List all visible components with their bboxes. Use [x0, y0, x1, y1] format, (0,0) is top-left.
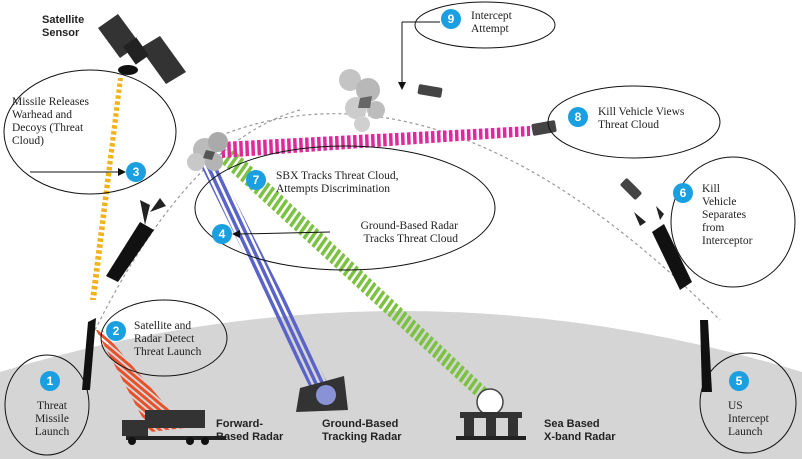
- step-8-line1: Kill Vehicle Views: [598, 106, 685, 118]
- threat-warhead-icon: [140, 198, 166, 225]
- kill-vehicle-beam: [220, 126, 530, 158]
- step-7-line2: Attempts Discrimination: [276, 183, 391, 195]
- step-6-line1: Kill: [702, 183, 720, 195]
- step-9-pointer: [398, 21, 440, 90]
- step-6-line3: Separates: [702, 209, 747, 221]
- tracking-radar-label: Ground-Based Tracking Radar: [322, 418, 401, 444]
- step-8-callout: [547, 85, 721, 159]
- satellite-sensor-label: Satellite Sensor: [42, 14, 84, 40]
- step-1-line3: Launch: [34, 426, 70, 438]
- step-6-line2: Vehicle: [702, 196, 737, 208]
- forward-radar-truck-icon: [122, 410, 226, 445]
- threat-missile-launch-icon: [82, 318, 96, 390]
- step-4-pointer: [232, 230, 331, 238]
- step-2-callout: [100, 299, 228, 377]
- step-9-line2: Attempt: [471, 23, 509, 35]
- step-6-line4: from: [702, 222, 725, 234]
- step-5-line1: US: [728, 400, 743, 412]
- step-3-line3: Decoys (Threat: [12, 122, 84, 134]
- step-4-line2: Tracks Threat Cloud: [363, 233, 458, 245]
- step-4-badge: 4: [212, 224, 232, 244]
- step-7-line1: SBX Tracks Threat Cloud,: [276, 170, 399, 182]
- step-2-line2: Radar Detect: [134, 333, 195, 345]
- step-3-line4: Cloud): [12, 135, 44, 147]
- step-9-callout: [414, 1, 556, 49]
- step-3-pointer: [30, 168, 126, 176]
- xband-radar-line2: X-band Radar: [544, 431, 616, 443]
- step-2-badge: 2: [106, 321, 126, 341]
- tracking-radar-icon: [296, 376, 348, 412]
- sbx-beam: [218, 150, 495, 402]
- forward-radar-line1: Forward-: [216, 418, 264, 430]
- step-1-badge: 1: [40, 371, 60, 391]
- step-4-label: Ground-Based Radar Tracks Threat Cloud: [340, 220, 458, 246]
- threat-missile-stage-icon: [106, 222, 154, 282]
- xband-radar-line1: Sea Based: [544, 418, 600, 430]
- sensor-title-line1: Satellite: [42, 14, 85, 26]
- intercept-cloud-icon: [339, 69, 385, 132]
- kill-vehicle-top-icon: [417, 84, 443, 98]
- step-7-label: SBX Tracks Threat Cloud, Attempts Discri…: [276, 170, 398, 196]
- step-5-line3: Launch: [728, 426, 763, 438]
- step-2-line3: Threat Launch: [134, 346, 202, 358]
- kill-vehicle-view-icon: [531, 120, 557, 136]
- step-5-badge: 5: [729, 371, 749, 391]
- tracking-radar-line2: Tracking Radar: [322, 431, 402, 443]
- step-1-label: Threat Missile Launch: [30, 400, 74, 439]
- step-6-badge: 6: [673, 183, 693, 203]
- forward-radar-line2: Based Radar: [216, 431, 284, 443]
- step-4-7-callout: [194, 145, 496, 271]
- step-9-line1: Intercept: [471, 10, 512, 22]
- step-2-label: Satellite and Radar Detect Threat Launch: [134, 320, 201, 359]
- step-2-line1: Satellite and: [134, 320, 192, 332]
- step-8-label: Kill Vehicle Views Threat Cloud: [598, 106, 684, 132]
- threat-cloud-icon: [187, 132, 228, 171]
- step-8-line2: Threat Cloud: [598, 119, 659, 131]
- step-3-line1: Missile Releases: [12, 96, 89, 108]
- step-7-badge: 7: [246, 170, 266, 190]
- step-8-badge: 8: [568, 107, 588, 127]
- step-3-line2: Warhead and: [12, 109, 73, 121]
- step-5-callout: [699, 352, 797, 454]
- step-6-label: Kill Vehicle Separates from Interceptor: [702, 183, 752, 248]
- tracking-radar-line1: Ground-Based: [322, 418, 399, 430]
- threat-trajectory: [94, 109, 301, 331]
- forward-radar-label: Forward- Based Radar: [216, 418, 283, 444]
- step-1-line2: Missile: [35, 413, 69, 425]
- tracking-radar-beam: [198, 156, 330, 392]
- step-5-label: US Intercept Launch: [728, 400, 769, 439]
- satellite-icon: [98, 14, 186, 84]
- sensor-title-line2: Sensor: [42, 27, 80, 39]
- step-3-label: Missile Releases Warhead and Decoys (Thr…: [12, 96, 89, 148]
- sbx-radar-icon: [456, 388, 526, 440]
- step-6-callout: [670, 156, 796, 288]
- step-1-callout: [4, 354, 90, 456]
- interceptor-stage-icon: [634, 206, 692, 290]
- kill-vehicle-separating-icon: [620, 178, 642, 200]
- step-3-callout: [3, 69, 177, 195]
- xband-radar-label: Sea Based X-band Radar: [544, 418, 616, 444]
- step-5-line2: Intercept: [728, 413, 769, 425]
- step-9-label: Intercept Attempt: [471, 10, 512, 36]
- step-4-line1: Ground-Based Radar: [360, 220, 458, 232]
- step-9-badge: 9: [441, 9, 461, 29]
- satellite-beam: [90, 78, 123, 300]
- forward-radar-beam: [96, 330, 185, 432]
- step-6-line5: Interceptor: [702, 235, 753, 247]
- step-1-line1: Threat: [36, 400, 67, 412]
- step-3-badge: 3: [126, 162, 146, 182]
